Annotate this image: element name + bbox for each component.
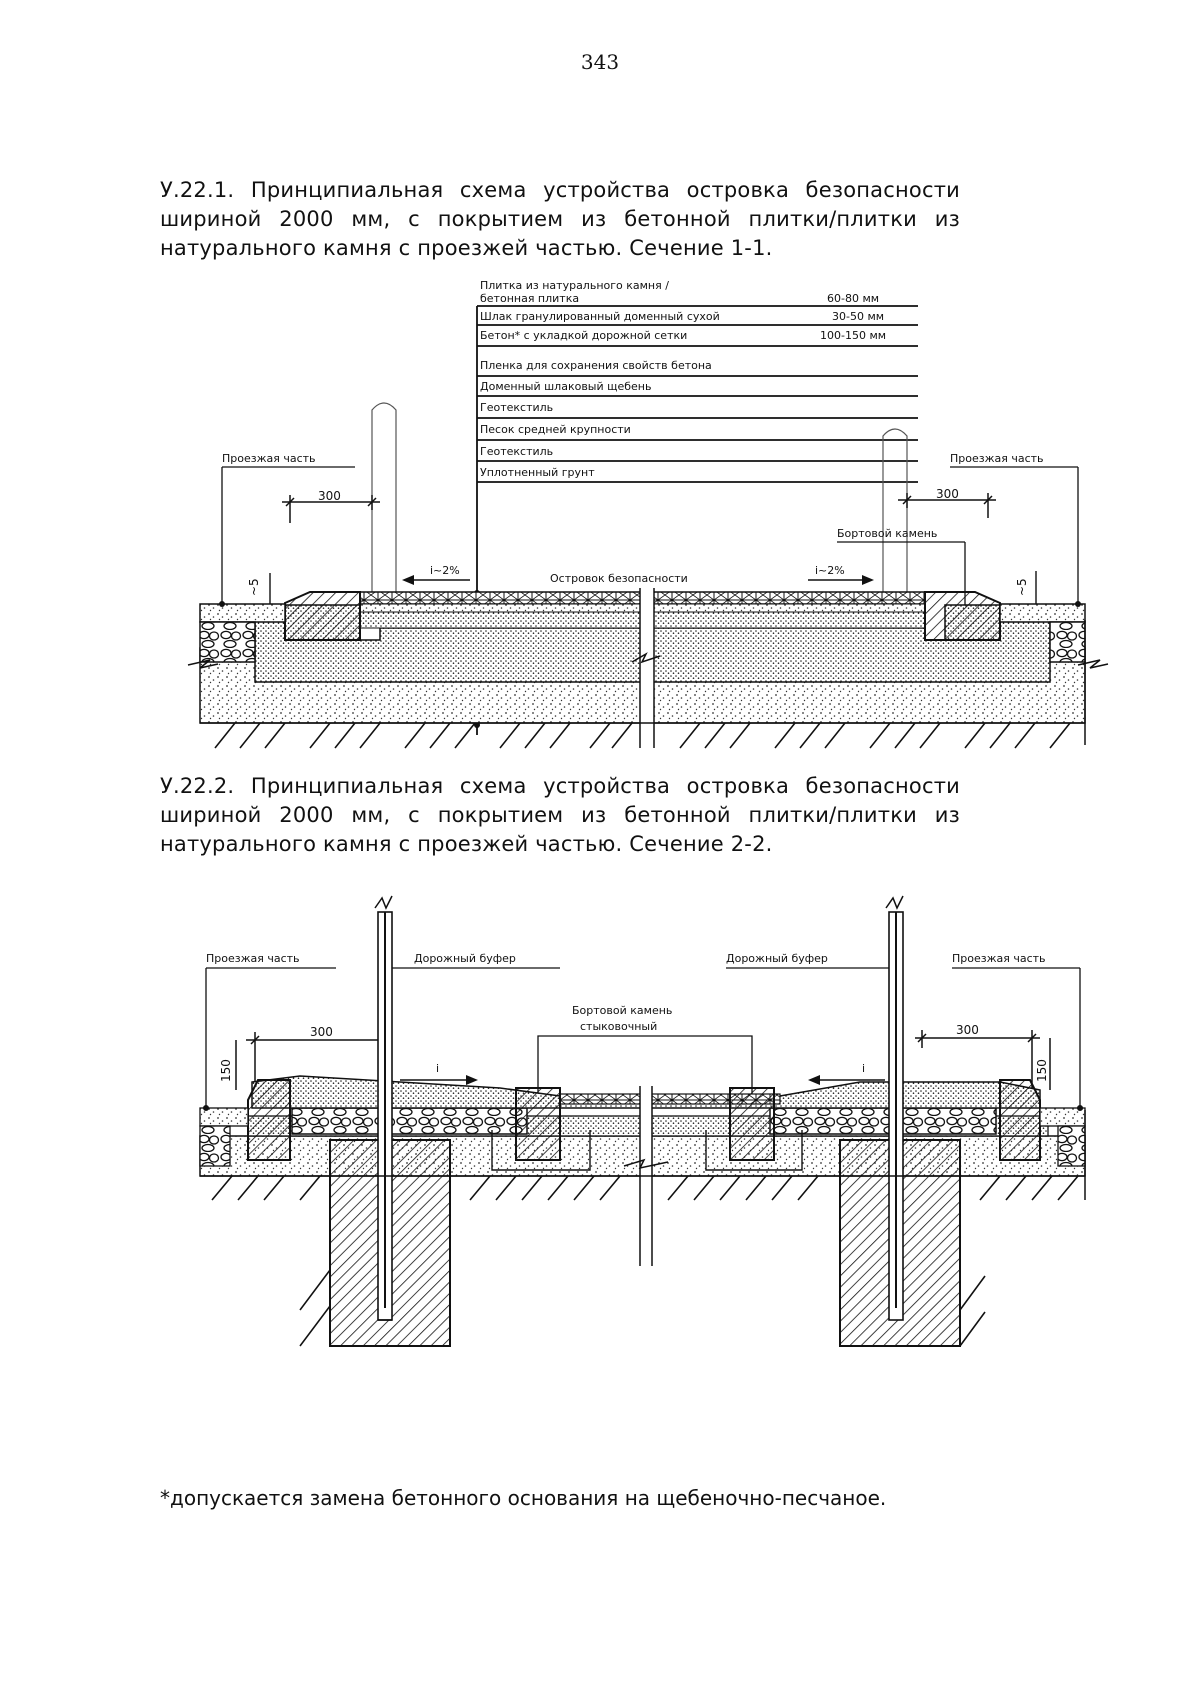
road-label-left: Проезжая часть [222,452,316,465]
buffer-label-right: Дорожный буфер [726,952,828,965]
slope-right: i~2% [815,564,845,577]
dim-height-right-2: 150 [1035,1059,1049,1082]
island-label: Островок безопасности [550,572,688,585]
road-label-right-2: Проезжая часть [952,952,1046,965]
layer-7: Песок средней крупности [480,423,631,436]
section-2-2 [199,895,1086,1347]
figure-2-caption: У.22.2. Принципиальная схема устройства … [160,774,960,856]
layer-6: Геотекстиль [480,401,553,414]
layer-thickness-2: 30-50 мм [832,310,884,323]
slope-left-2: i [436,1062,439,1075]
section-1-1 [187,588,1109,749]
curb-label-line1: Бортовой камень [572,1004,672,1017]
road-label-right: Проезжая часть [950,452,1044,465]
dim-300-left: 300 [318,489,341,503]
dim-300-right-2: 300 [956,1023,979,1037]
layer-2: Шлак гранулированный доменный сухой [480,310,720,323]
dim-300-left-2: 300 [310,1025,333,1039]
dim-height-left-2: 150 [219,1059,233,1082]
page-number: 343 [580,50,620,74]
slope-right-2: i [862,1062,865,1075]
layer-9: Уплотненный грунт [480,466,595,479]
road-label-left-2: Проезжая часть [206,952,300,965]
layer-title-line1: Плитка из натурального камня / [480,279,669,292]
layer-5: Доменный шлаковый щебень [480,380,651,393]
layer-4: Пленка для сохранения свойств бетона [480,359,712,372]
figure-1-caption: У.22.1. Принципиальная схема устройства … [160,178,960,260]
layer-thickness-1: 60-80 мм [827,292,879,305]
dim-300-right: 300 [936,487,959,501]
curb-label-line2: стыковочный [580,1020,657,1033]
dim-height-left: ~5 [247,578,261,596]
footnote: *допускается замена бетонного основания … [160,1486,887,1510]
layer-legend: Плитка из натурального камня / бетонная … [474,279,918,735]
curb-label: Бортовой камень [837,527,937,540]
layer-8: Геотекстиль [480,445,553,458]
layer-thickness-3: 100-150 мм [820,329,886,342]
buffer-label-left: Дорожный буфер [414,952,516,965]
layer-3: Бетон* с укладкой дорожной сетки [480,329,687,342]
dim-height-right: ~5 [1015,578,1029,596]
layer-title-line2: бетонная плитка [480,292,579,305]
slope-left: i~2% [430,564,460,577]
section-1-1-diagram: Плитка из натурального камня / бетонная … [187,279,1109,749]
